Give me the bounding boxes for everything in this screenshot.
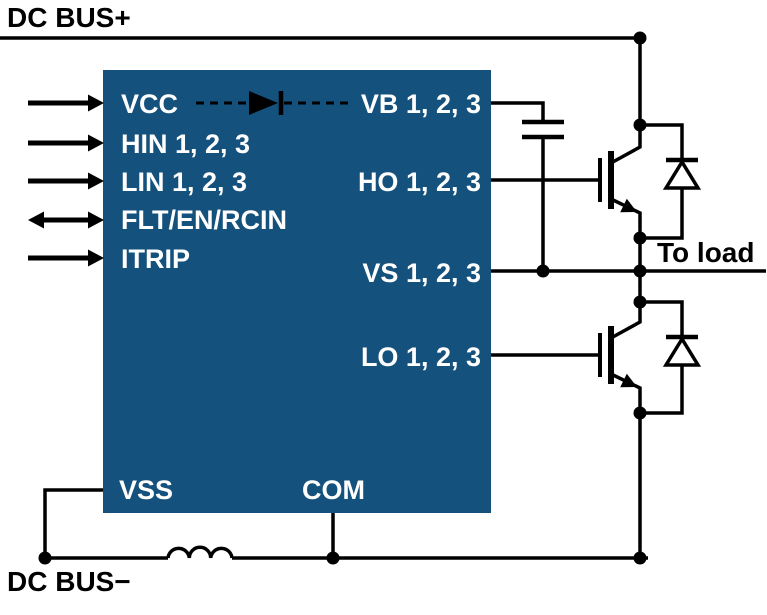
pin-lin-label: LIN 1, 2, 3: [121, 167, 247, 197]
diode-triangle: [662, 158, 702, 190]
igbt-collector: [610, 302, 642, 340]
to-load-label: To load: [657, 237, 754, 268]
igbt-emitter: [610, 372, 642, 413]
low-igbt-emitter-arrow-icon: [620, 373, 637, 388]
pin-itrip-label: ITRIP: [121, 244, 190, 274]
junction-dot: [633, 31, 647, 45]
high-side-freewheel-diode: [640, 123, 702, 240]
junction-dot: [633, 295, 647, 309]
low-side-freewheel-diode: [640, 300, 702, 415]
solid-shapes: [28, 31, 647, 565]
igbt-emitter: [610, 197, 642, 238]
junction-dot: [38, 551, 52, 565]
bootstrap-capacitor: [522, 119, 564, 271]
diode-lead: [640, 300, 684, 337]
itrip-arrowhead-icon: [88, 249, 104, 267]
junction-dot: [633, 406, 647, 420]
diode-lead: [640, 123, 684, 160]
junction-dot: [633, 118, 647, 132]
pin-flt-en-rcin-label: FLT/EN/RCIN: [121, 205, 287, 235]
diode-lead: [640, 188, 684, 240]
pin-vss-label: VSS: [119, 475, 173, 505]
pin-vs-label: VS 1, 2, 3: [362, 258, 481, 288]
dc-bus-inductor: [166, 545, 234, 559]
pin-hin-label: HIN 1, 2, 3: [121, 129, 250, 159]
hin-arrowhead-icon: [88, 134, 104, 152]
gate-driver-ic-body: [103, 70, 491, 513]
pin-vb-label: VB 1, 2, 3: [361, 89, 481, 119]
dc-bus-minus-label: DC BUS−: [7, 566, 131, 597]
pin-lo-label: LO 1, 2, 3: [361, 342, 481, 372]
vss-wire: [43, 488, 103, 558]
flt-arrowhead-right-icon: [88, 211, 104, 229]
pin-com-label: COM: [302, 475, 365, 505]
junction-dot: [536, 264, 550, 278]
outer-labels: DC BUS+ DC BUS− To load: [7, 2, 754, 597]
pin-ho-label: HO 1, 2, 3: [358, 167, 481, 197]
junction-dot: [633, 551, 647, 565]
bootstrap-diode: [249, 91, 278, 115]
vb-wire: [491, 101, 545, 120]
junction-dot: [326, 551, 340, 565]
diode-triangle: [662, 335, 702, 367]
vcc-arrowhead-icon: [88, 94, 104, 112]
flt-arrowhead-left-icon: [28, 211, 44, 229]
diode-lead: [640, 365, 684, 415]
igbt-collector: [610, 125, 642, 165]
dc-bus-plus-label: DC BUS+: [7, 2, 131, 33]
high-igbt-emitter-arrow-icon: [620, 198, 637, 213]
ic-pin-labels: VCC HIN 1, 2, 3 LIN 1, 2, 3 FLT/EN/RCIN …: [119, 89, 481, 505]
junction-dot: [633, 264, 647, 278]
pin-vcc-label: VCC: [121, 89, 178, 119]
lin-arrowhead-icon: [88, 172, 104, 190]
junction-dot: [633, 231, 647, 245]
